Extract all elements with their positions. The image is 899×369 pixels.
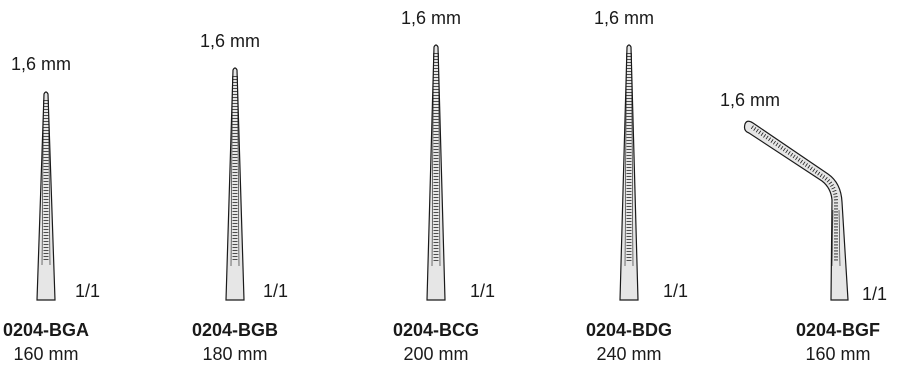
scale-label: 1/1 xyxy=(75,281,101,301)
tip-width-label: 1,6 mm xyxy=(401,8,462,28)
product-code: 0204-BGA xyxy=(2,320,90,340)
scale-label: 1/1 xyxy=(263,281,289,301)
scale-label: 1/1 xyxy=(862,284,888,304)
instrument-tip-bgb xyxy=(225,67,245,301)
scale-label: 1/1 xyxy=(470,281,496,301)
product-code: 0204-BCG xyxy=(392,320,480,340)
instrument-tip-bdg xyxy=(619,44,639,301)
product-code: 0204-BGF xyxy=(795,320,881,340)
instrument-tip-bga xyxy=(36,91,56,301)
instrument-length: 160 mm xyxy=(13,344,79,364)
instrument-length: 160 mm xyxy=(805,344,871,364)
instrument-tip-bgf xyxy=(743,120,849,301)
instrument-length: 180 mm xyxy=(202,344,268,364)
instrument-tip-bcg xyxy=(426,44,446,301)
tip-width-label: 1,6 mm xyxy=(11,54,72,74)
instrument-length: 200 mm xyxy=(403,344,469,364)
serration-bgf xyxy=(750,125,838,262)
product-code: 0204-BDG xyxy=(585,320,673,340)
tip-width-label: 1,6 mm xyxy=(200,31,261,51)
scale-label: 1/1 xyxy=(663,281,689,301)
product-code: 0204-BGB xyxy=(191,320,279,340)
instrument-length: 240 mm xyxy=(596,344,662,364)
tip-width-label: 1,6 mm xyxy=(594,8,655,28)
tip-width-label: 1,6 mm xyxy=(720,90,781,110)
